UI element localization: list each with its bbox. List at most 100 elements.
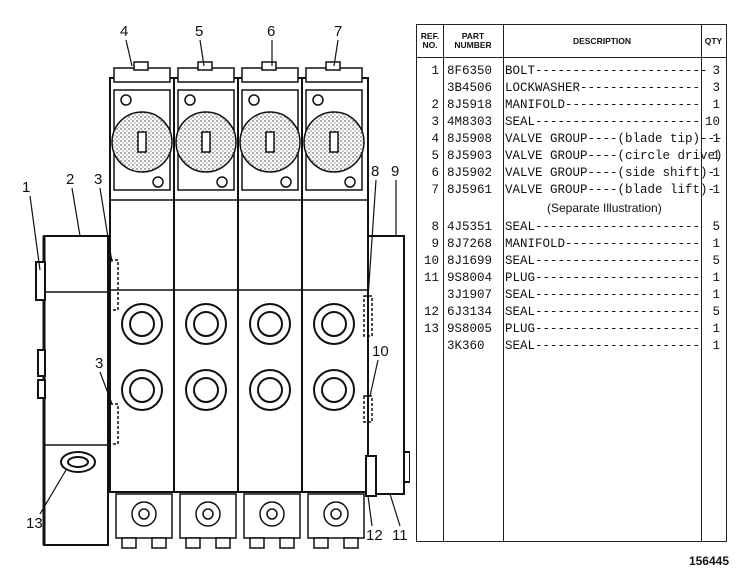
cell-part: 8J5918 [447,98,493,112]
callout-6: 6 [267,23,275,40]
table-row: 4 8J5908 VALVE GROUP----(blade tip)---1 [417,131,726,148]
callout-13: 13 [26,515,43,532]
separate-illustration-note: (Separate Illustration) [547,201,662,215]
left-manifold [35,235,109,546]
callout-labels: 1 2 3 4 5 6 7 8 9 10 3 13 12 11 [22,23,408,544]
cell-part: 8J5961 [447,183,493,197]
cell-ref: 8 [431,220,439,234]
cell-ref: 6 [431,166,439,180]
callout-4: 4 [120,23,128,40]
cell-qty: 1 [712,166,720,180]
header-ref: REF. NO. [420,31,440,50]
cell-ref: 12 [423,305,439,319]
cell-part: 8J5908 [447,132,493,146]
cell-qty: 3 [712,81,720,95]
cell-desc: VALVE GROUP----(blade tip)--- [505,132,723,146]
table-row: 8 4J5351 SEAL---------------------- 5 [417,219,726,236]
cell-desc: SEAL---------------------- [505,288,701,302]
cell-part: 3J1907 [447,288,493,302]
cell-qty: 3 [712,64,720,78]
valve-bottom-caps [115,493,365,549]
cell-qty: 1 [712,339,720,353]
cell-qty: 5 [712,305,720,319]
cell-desc: SEAL---------------------- [505,220,701,234]
table-row: 12 6J3134 SEAL---------------------- 5 [417,304,726,321]
cell-part: 8J5902 [447,166,493,180]
cell-qty: 1 [712,237,720,251]
cell-desc: PLUG---------------------- [505,271,701,285]
table-row: 11 9S8004 PLUG---------------------- 1 [417,270,726,287]
cell-part: 8J5903 [447,149,493,163]
callout-8: 8 [371,163,379,180]
cell-part: 3K360 [447,339,485,353]
cell-part: 9S8005 [447,322,493,336]
cell-desc: MANIFOLD------------------ [505,237,701,251]
cell-desc: PLUG---------------------- [505,322,701,336]
right-manifold [365,235,410,497]
cell-part: 4J5351 [447,220,493,234]
cell-qty: 1 [712,183,720,197]
cell-ref: 1 [431,64,439,78]
cell-qty: 1 [712,288,720,302]
cell-qty: 5 [712,254,720,268]
cell-ref: 4 [431,132,439,146]
parts-list-header: REF. NO. PART NUMBER DESCRIPTION QTY [417,25,726,58]
valve-flanges [111,89,365,191]
table-row: 3J1907 SEAL---------------------- 1 [417,287,726,304]
cell-ref: 9 [431,237,439,251]
cell-desc: MANIFOLD------------------ [505,98,701,112]
cell-part: 9S8004 [447,271,493,285]
seal-markers [109,259,373,445]
cell-qty: 1 [712,98,720,112]
valve-top-caps [113,61,363,83]
table-row: 10 8J1699 SEAL---------------------- 5 [417,253,726,270]
valve-assembly-diagram: 1 2 3 4 5 6 7 8 9 10 3 13 12 11 [22,23,410,549]
cell-qty: 10 [704,115,720,129]
table-row: 3B4506 LOCKWASHER---------------- 3 [417,80,726,97]
header-desc: DESCRIPTION [572,35,632,46]
header-part: PART NUMBER [454,31,492,50]
figure-number: 156445 [688,554,729,568]
cell-qty: 1 [712,322,720,336]
cell-part: 6J3134 [447,305,493,319]
valve-ports [121,303,355,411]
cell-desc: BOLT----------------------- [505,64,708,78]
cell-desc: VALVE GROUP----(circle drive) [505,149,723,163]
cell-part: 4M8303 [447,115,493,129]
cell-part: 8J1699 [447,254,493,268]
cell-part: 3B4506 [447,81,493,95]
cell-ref: 3 [431,115,439,129]
table-row: 1 8F6350 BOLT----------------------- 3 [417,63,726,80]
cell-ref: 13 [423,322,439,336]
table-row: 9 8J7268 MANIFOLD------------------ 1 [417,236,726,253]
cell-qty: 5 [712,220,720,234]
cell-ref: 11 [423,271,439,285]
column-divider [443,25,444,541]
callout-11: 11 [392,527,408,544]
cell-qty: 1 [712,271,720,285]
callout-10: 10 [372,343,389,360]
table-row: 13 9S8005 PLUG---------------------- 1 [417,321,726,338]
cell-part: 8J7268 [447,237,493,251]
callout-3-lower: 3 [95,355,103,372]
cell-ref: 10 [423,254,439,268]
column-divider [701,25,702,541]
cell-desc: VALVE GROUP----(blade lift)- [505,183,716,197]
cell-desc: LOCKWASHER---------------- [505,81,701,95]
cell-desc: SEAL---------------------- [505,254,701,268]
cell-ref: 7 [431,183,439,197]
cell-part: 8F6350 [447,64,493,78]
callout-9: 9 [391,163,399,180]
cell-qty: 1 [712,132,720,146]
cell-desc: SEAL---------------------- [505,305,701,319]
callout-3-top: 3 [94,171,102,188]
callout-1: 1 [22,179,30,196]
table-row: 7 8J5961 VALVE GROUP----(blade lift)-1 [417,182,726,199]
leader-lines [29,39,401,527]
callout-2: 2 [66,171,74,188]
cell-desc: VALVE GROUP----(side shift)- [505,166,716,180]
column-divider [503,25,504,541]
